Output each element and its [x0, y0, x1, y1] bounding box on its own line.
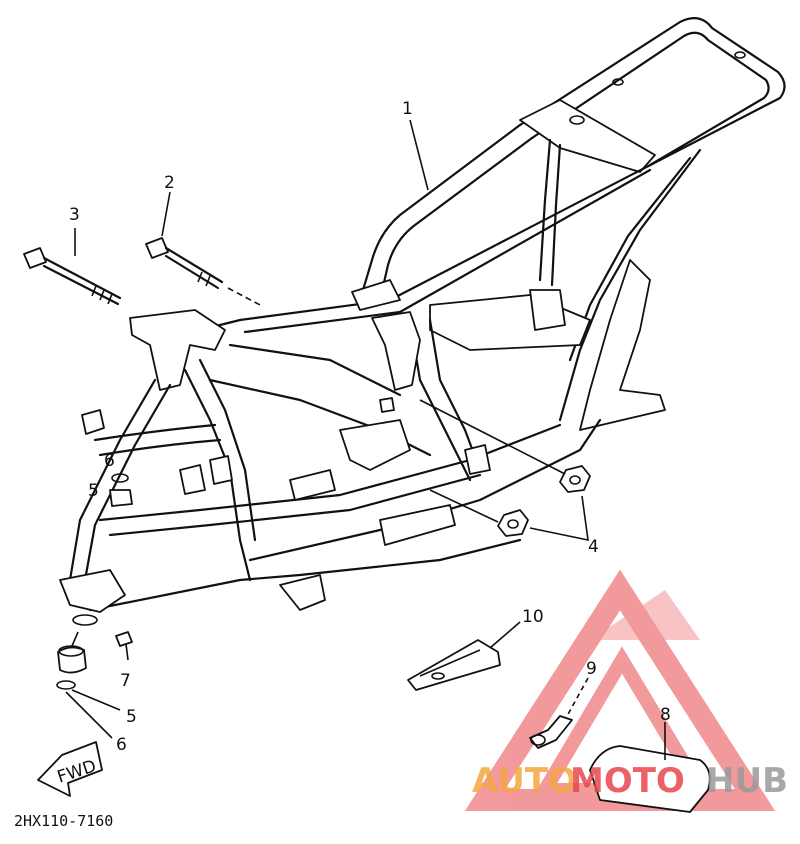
leader-10 — [489, 621, 521, 649]
leader-5b — [71, 689, 121, 711]
clip-9 — [529, 715, 573, 749]
diagram-code: 2HX110-7160 — [14, 812, 113, 830]
bolt-7 — [115, 631, 133, 661]
nut-4b — [497, 509, 529, 537]
watermark-auto: AUTO — [472, 761, 577, 801]
leader-4-dash-b — [429, 489, 499, 523]
main-frame — [59, 17, 786, 626]
leader-dash-mount — [71, 631, 79, 647]
watermark-moto: MOTO — [570, 761, 685, 801]
leader-2 — [161, 191, 171, 237]
rubber-mount-5a — [109, 489, 133, 507]
bolt-2 — [145, 237, 224, 290]
callout-7: 7 — [120, 671, 131, 691]
leader-4-dash-a — [419, 399, 566, 475]
callout-6-upper: 6 — [104, 451, 115, 471]
bracket-10 — [407, 639, 501, 691]
washer-6b — [56, 680, 76, 690]
watermark-text: AUTO MOTO HUB — [472, 761, 788, 801]
leader-6b — [65, 691, 113, 739]
watermark-hub: HUB — [706, 761, 788, 801]
callout-5-upper: 5 — [88, 481, 99, 501]
callout-6-lower: 6 — [116, 735, 127, 755]
callout-3: 3 — [69, 205, 80, 225]
rubber-mount-5b — [57, 645, 87, 674]
callout-5-lower: 5 — [126, 707, 137, 727]
fwd-arrow-icon: FWD — [37, 741, 103, 797]
callout-8: 8 — [660, 705, 671, 725]
leader-9 — [565, 677, 589, 719]
callout-1: 1 — [402, 99, 413, 119]
nut-4a — [559, 465, 591, 493]
callout-2: 2 — [164, 173, 175, 193]
callout-9: 9 — [586, 659, 597, 679]
pad-8 — [589, 745, 711, 813]
leader-2-dash — [227, 287, 263, 307]
bolt-3 — [23, 247, 122, 306]
leader-1 — [409, 119, 429, 191]
callout-10: 10 — [522, 607, 544, 627]
callout-4: 4 — [588, 537, 599, 557]
leader-4 — [529, 495, 589, 542]
washer-6a — [111, 473, 129, 483]
